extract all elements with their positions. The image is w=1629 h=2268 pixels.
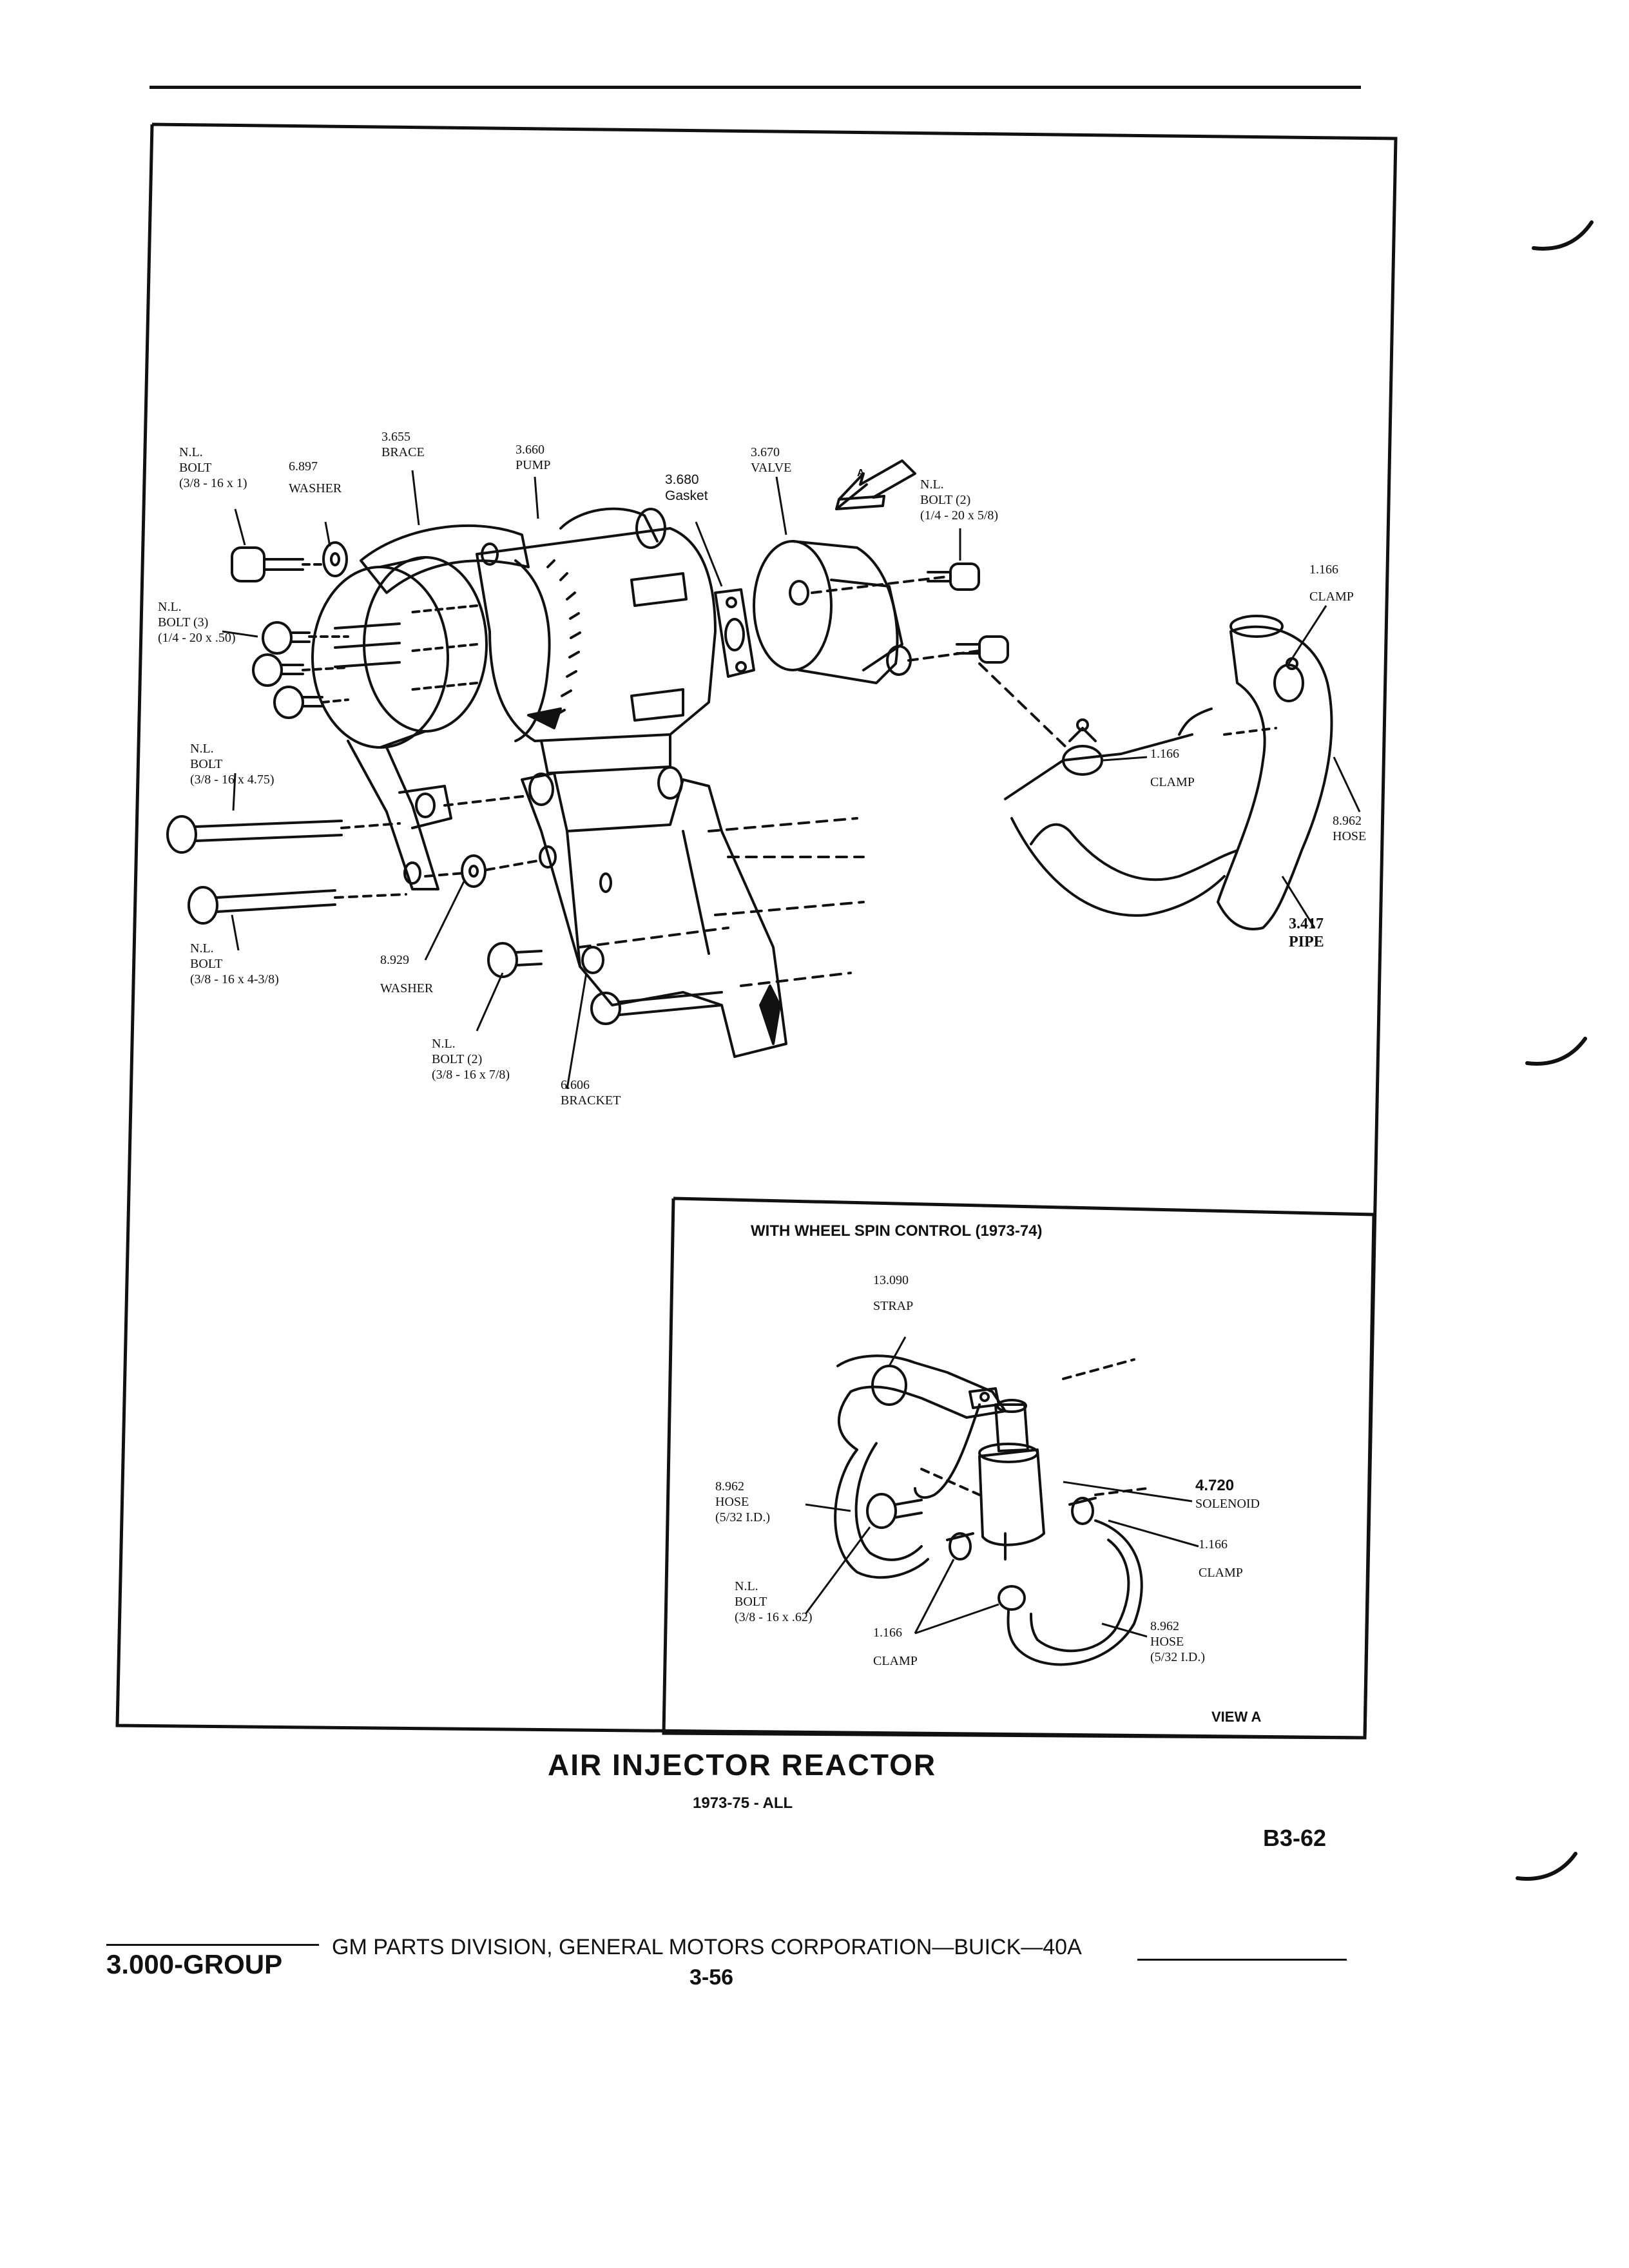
bolt-icon (252, 653, 304, 687)
hose-bottom (1007, 1519, 1143, 1666)
bracket-small (969, 1387, 1000, 1409)
bolt-icon (231, 546, 304, 582)
callout-bolt-lower: N.L.BOLT(3/8 - 16 x 4-3/8) (190, 941, 279, 986)
view-a-label: VIEW A (1211, 1709, 1262, 1725)
clamp-icon (946, 1532, 974, 1561)
bolt-icon (866, 1493, 923, 1529)
callout-inset-bolt: N.L.BOLT(3/8 - 16 x .62) (735, 1579, 813, 1624)
view-a-arrow-label: A (857, 468, 865, 479)
hose-left (834, 1390, 929, 1579)
clamp-icon (1062, 718, 1103, 776)
footer-rule-right (1137, 1959, 1347, 1961)
figure-subtitle: 1973-75 - ALL (693, 1794, 793, 1812)
washer-icon (322, 541, 348, 577)
clamp-icon (998, 1585, 1026, 1611)
mounting-bracket (347, 740, 452, 890)
pump-body (411, 507, 717, 774)
long-bolt-upper (166, 815, 401, 854)
figure-title: AIR INJECTOR REACTOR (548, 1748, 937, 1782)
solenoid (914, 1399, 1045, 1561)
bolt-icon (927, 562, 980, 591)
washer-icon (461, 854, 487, 888)
callout-bolt-valve: N.L.BOLT (2)(1/4 - 20 x 5/8) (920, 477, 999, 523)
callout-bolt-long: N.L.BOLT(3/8 - 16 x 4.75) (190, 742, 275, 787)
footer-page-number: 3-56 (689, 1965, 734, 1990)
callout-bolt-2-lower: N.L.BOLT (2)(3/8 - 16 x 7/8) (432, 1037, 510, 1082)
gasket (714, 588, 755, 678)
bolt-icon (262, 621, 311, 655)
clamp-icon (1068, 1497, 1097, 1525)
top-rule (149, 86, 1361, 89)
mounting-bracket-main (521, 766, 787, 1058)
footer-rule-left (106, 1944, 319, 1946)
bolt-icon (956, 635, 1009, 664)
pulley (311, 556, 488, 749)
footer-group: 3.000-GROUP (106, 1949, 283, 1979)
bolt-icon (590, 991, 723, 1025)
figure-reference: B3-62 (1263, 1825, 1327, 1851)
long-bolt-lower (188, 886, 407, 925)
callout-bolt-3: N.L.BOLT (3)(1/4 - 20 x .50) (158, 600, 236, 645)
inset-title: WITH WHEEL SPIN CONTROL (1973-74) (751, 1222, 1043, 1240)
callout-bolt-top-left: N.L.BOLT(3/8 - 16 x 1) (179, 445, 247, 490)
pipe (1004, 727, 1277, 917)
bolt-icon (487, 942, 543, 978)
hose (1178, 615, 1333, 930)
footer-publisher: GM PARTS DIVISION, GENERAL MOTORS CORPOR… (332, 1935, 1082, 1959)
valve (753, 540, 981, 684)
view-a-arrow-icon (835, 459, 916, 510)
bolt-icon (273, 686, 323, 719)
